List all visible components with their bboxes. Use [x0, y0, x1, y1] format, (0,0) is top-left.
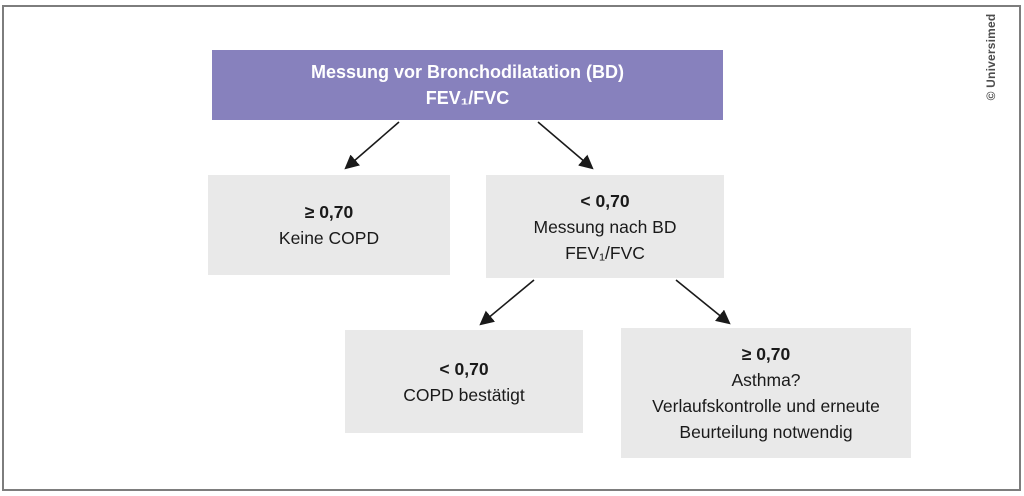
- credit-label: © Universimed: [984, 13, 998, 101]
- arrow-after-bd-to-copd-confirmed: [479, 279, 535, 326]
- no-copd-label: Keine COPD: [278, 228, 380, 248]
- flowchart-node-no-copd: ≥ 0,70 Keine COPD: [208, 175, 450, 275]
- flowchart-node-copd-confirmed: < 0,70 COPD bestätigt: [345, 330, 583, 433]
- flowchart-node-root: Messung vor Bronchodilatation (BD) FEV₁/…: [212, 50, 723, 120]
- after-bd-value: < 0,70: [580, 190, 630, 211]
- asthma-value: ≥ 0,70: [741, 344, 791, 364]
- root-title: Messung vor Bronchodilatation (BD): [310, 62, 624, 82]
- copd-confirmed-label: COPD bestätigt: [403, 384, 525, 405]
- flowchart-node-after-bd: < 0,70 Messung nach BD FEV₁/FVC: [486, 175, 724, 278]
- asthma-line1: Asthma?: [731, 370, 801, 390]
- after-bd-line2: FEV₁/FVC: [565, 242, 645, 263]
- no-copd-value: ≥ 0,70: [304, 202, 354, 222]
- arrow-root-to-after-bd: [537, 121, 594, 170]
- root-subtitle: FEV₁/FVC: [425, 88, 510, 108]
- arrow-after-bd-to-asthma: [675, 279, 731, 325]
- flowchart-node-asthma: ≥ 0,70 Asthma? Verlaufskontrolle und ern…: [621, 328, 911, 458]
- asthma-line3: Beurteilung notwendig: [679, 422, 853, 442]
- arrow-root-to-no-copd: [344, 121, 400, 170]
- asthma-line2: Verlaufskontrolle und erneute: [652, 396, 880, 416]
- after-bd-line1: Messung nach BD: [533, 216, 677, 237]
- copd-confirmed-value: < 0,70: [439, 358, 489, 379]
